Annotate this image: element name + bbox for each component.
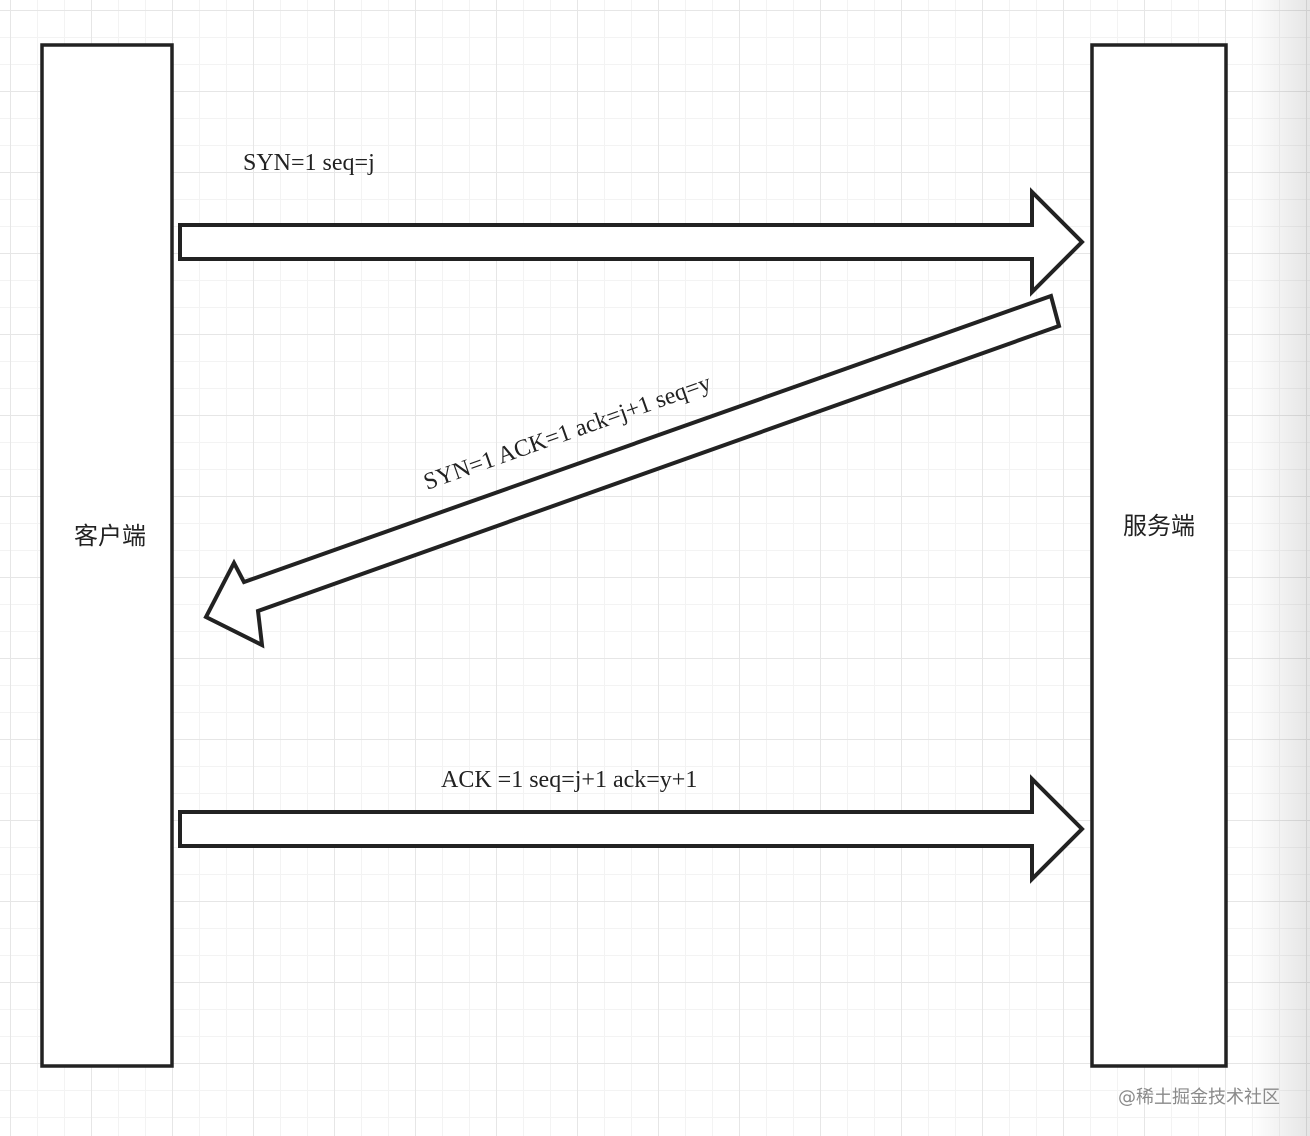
client-lifeline-box: [40, 43, 174, 1068]
server-lifeline-box: [1090, 43, 1228, 1068]
syn-ack-arrow: [203, 293, 1062, 649]
ack-arrow: [178, 774, 1085, 884]
syn-message-label: SYN=1 seq=j: [243, 150, 375, 176]
ack-message-label: ACK =1 seq=j+1 ack=y+1: [441, 767, 697, 793]
server-label: 服务端: [1123, 512, 1195, 540]
syn-arrow: [178, 187, 1085, 297]
client-label: 客户端: [74, 522, 146, 550]
watermark-text: @稀土掘金技术社区: [1118, 1087, 1280, 1108]
